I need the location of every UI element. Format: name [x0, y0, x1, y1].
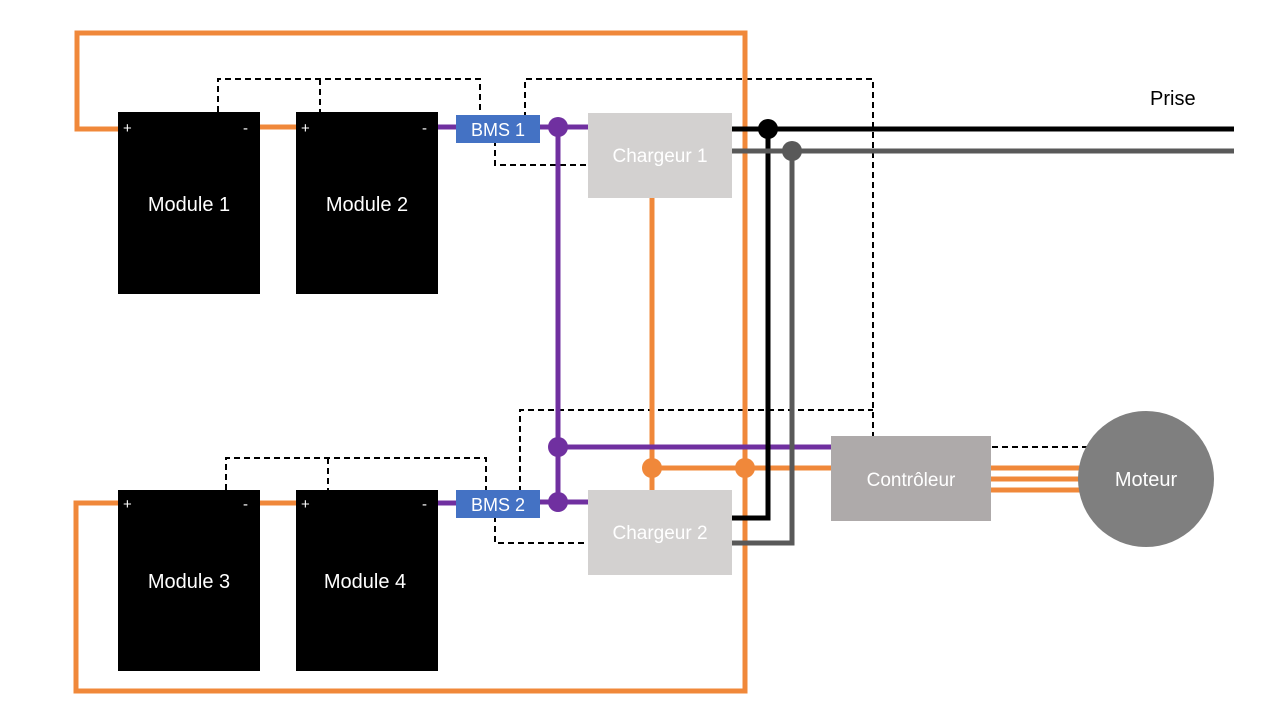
- module-1-label: Module 1: [148, 194, 230, 216]
- power-loop-top: [73, 30, 748, 694]
- module-4-minus: -: [422, 496, 427, 513]
- power-motor-phases: [991, 465, 1080, 493]
- charger-2: Chargeur 2: [588, 490, 732, 575]
- bms-1-box: [456, 115, 540, 143]
- module-2: + - Module 2: [296, 112, 438, 294]
- module-1-box: [118, 112, 260, 294]
- bms-2-label: BMS 2: [471, 495, 525, 515]
- junction-bms2: [548, 492, 568, 512]
- module-4: + - Module 4: [296, 490, 438, 671]
- module-2-plus: +: [301, 120, 310, 137]
- motor-label: Moteur: [1115, 469, 1178, 491]
- signal-wire-bottom-bms-controller: [519, 409, 873, 492]
- charger-1: Chargeur 1: [588, 113, 732, 198]
- mains-live-wire: [732, 126, 1234, 521]
- module-3-box: [118, 490, 260, 671]
- charger-1-label: Chargeur 1: [612, 146, 707, 167]
- signal-wire-top-modules: [217, 78, 481, 112]
- mains-wires: [732, 126, 1234, 546]
- signal-wire-top-bms-controller: [524, 78, 874, 436]
- junction-dots: [548, 117, 802, 512]
- junction-power-loop: [735, 458, 755, 478]
- signal-wire-bottom-modules: [225, 457, 487, 490]
- module-1-plus: +: [123, 120, 132, 137]
- controller-label: Contrôleur: [867, 470, 956, 491]
- module-1-minus: -: [243, 120, 248, 137]
- signal-wires: [217, 78, 1090, 544]
- charger-1-box: [588, 113, 732, 198]
- signal-wire-bms1-charger1: [494, 140, 588, 166]
- module-4-label: Module 4: [324, 571, 406, 593]
- module-2-minus: -: [422, 120, 427, 137]
- module-4-box: [296, 490, 438, 671]
- module-3-label: Module 3: [148, 571, 230, 593]
- controller-box: [831, 436, 991, 521]
- bms-1-label: BMS 1: [471, 120, 525, 140]
- motor: Moteur: [1078, 411, 1214, 547]
- charger-2-label: Chargeur 2: [612, 523, 707, 544]
- motor-circle: [1078, 411, 1214, 547]
- junction-mains-live: [758, 119, 778, 139]
- bms-1: BMS 1: [456, 115, 540, 143]
- module-3-minus: -: [243, 496, 248, 513]
- module-1: + - Module 1: [118, 112, 260, 294]
- signal-wire-bms2-charger2: [494, 516, 588, 544]
- module-3-plus: +: [123, 496, 132, 513]
- junction-power-charger: [642, 458, 662, 478]
- controller: Contrôleur: [831, 436, 991, 521]
- bms-2: BMS 2: [456, 490, 540, 518]
- junction-mains-neutral: [782, 141, 802, 161]
- mains-neutral-wire: [732, 148, 1234, 546]
- module-2-label: Module 2: [326, 194, 408, 216]
- plug-label: Prise: [1150, 88, 1196, 110]
- charger-2-box: [588, 490, 732, 575]
- junction-controller-bus: [548, 437, 568, 457]
- module-3: + - Module 3: [118, 490, 260, 671]
- module-2-box: [296, 112, 438, 294]
- junction-bms1: [548, 117, 568, 137]
- bms-2-box: [456, 490, 540, 518]
- module-4-plus: +: [301, 496, 310, 513]
